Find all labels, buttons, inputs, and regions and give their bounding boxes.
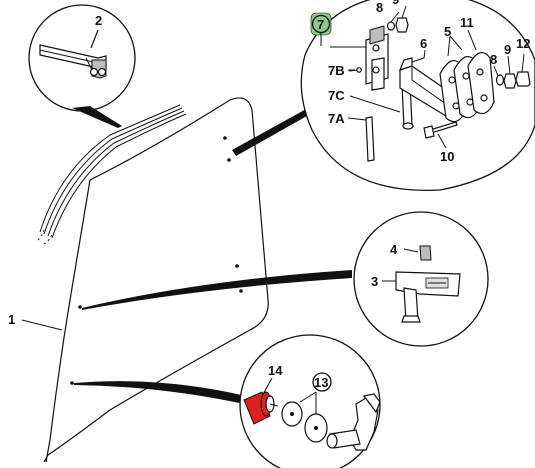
handle [326,393,381,451]
washer-8-right [495,74,505,86]
callout-2: 2 [95,13,102,28]
hinge-detail-view [300,0,535,192]
callout-7a: 7A [328,111,345,126]
callout-7b: 7B [328,63,345,78]
callout-5: 5 [444,24,451,39]
washer-8-top [386,21,396,31]
knob-14-highlight [243,391,279,425]
glass-panel [37,97,269,463]
latch-detail-pointer [82,270,352,310]
callout-8-right: 8 [490,52,497,67]
handle-detail-pointer [74,381,246,404]
rod-7a [365,116,375,162]
plates-5 [439,51,495,123]
callout-12: 12 [516,36,530,51]
callout-10: 10 [440,149,454,164]
nut-9-right [503,73,517,89]
nut-9-top [395,17,409,33]
callout-1: 1 [8,312,15,327]
callout-11: 11 [460,15,474,30]
seal-detail-view [28,4,136,112]
callout-4: 4 [390,242,398,257]
handle-detail-view [239,334,381,468]
callout-9-right: 9 [504,42,511,57]
callout-7c: 7C [328,88,345,103]
cap-12 [515,71,531,87]
hinge-half-7 [365,25,389,91]
latch-handle-3 [395,271,461,323]
seal-detail-pointer [72,106,122,128]
hinge-detail-pointer [232,108,314,156]
callout-6: 6 [420,36,427,51]
callout-3: 3 [371,274,378,289]
bolt-10 [423,121,458,139]
callout-7: 7 [317,17,324,32]
callout-14: 14 [268,363,283,378]
pin-4 [419,245,432,261]
latch-detail-view [353,211,489,347]
callout-8-top: 8 [376,0,383,15]
callout-9-top: 9 [392,0,399,7]
callout-13: 13 [314,375,328,390]
